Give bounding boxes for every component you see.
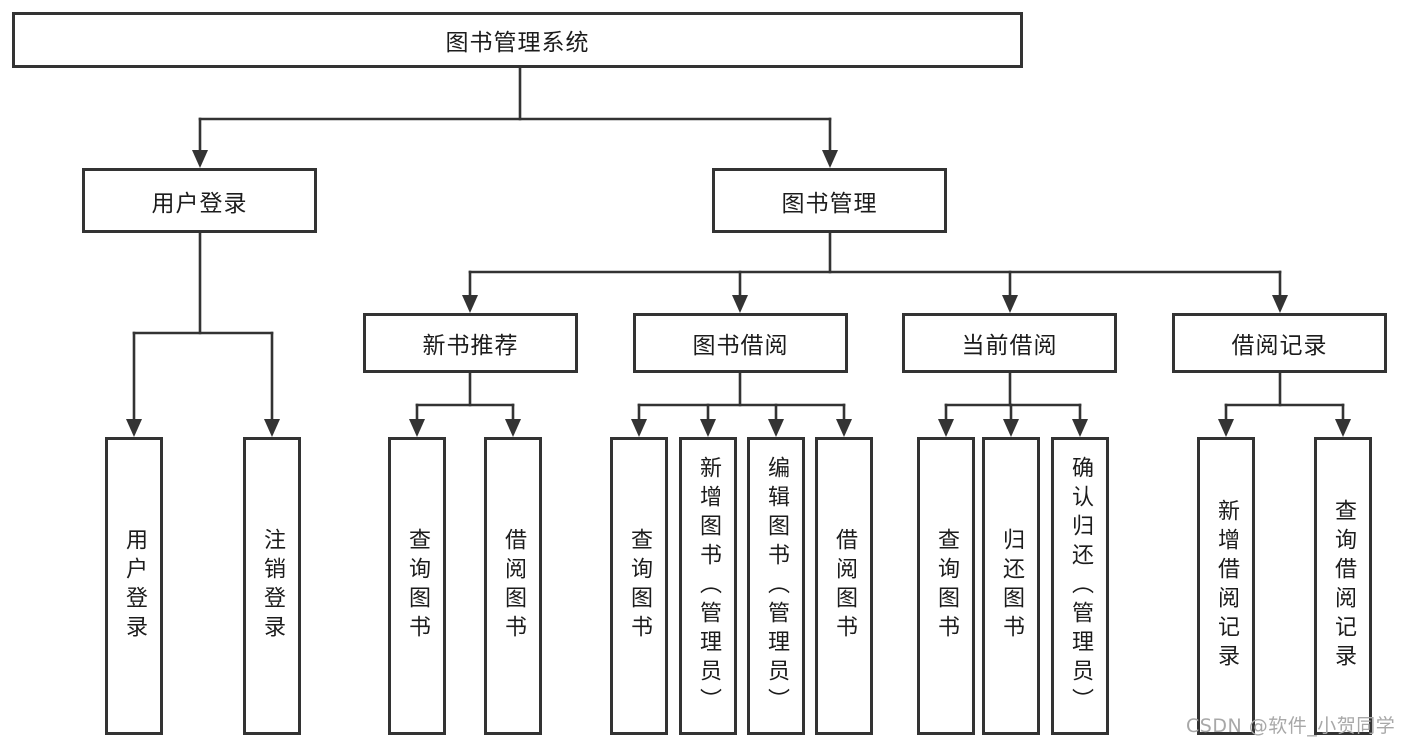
leaf-borrow-book: 借阅图书 xyxy=(815,437,873,735)
leaf-edit-book-admin: 编辑图书（管理员） xyxy=(747,437,805,735)
leaf-query-book-borrow: 查询图书 xyxy=(610,437,668,735)
node-borrow-record: 借阅记录 xyxy=(1172,313,1387,373)
leaf-query-book-current: 查询图书 xyxy=(917,437,975,735)
node-book-management: 图书管理 xyxy=(712,168,947,233)
node-user-login: 用户登录 xyxy=(82,168,317,233)
leaf-user-login: 用户登录 xyxy=(105,437,163,735)
connector-book-management-children xyxy=(462,231,1288,313)
connector-borrow-record-children xyxy=(1218,371,1351,437)
node-book-borrow: 图书借阅 xyxy=(633,313,848,373)
leaf-query-book-recommend: 查询图书 xyxy=(388,437,446,735)
leaf-confirm-return-admin: 确认归还（管理员） xyxy=(1051,437,1109,735)
connector-root-to-level2 xyxy=(192,66,838,168)
node-current-borrow: 当前借阅 xyxy=(902,313,1117,373)
csdn-watermark: CSDN @软件_小贺同学 xyxy=(1186,715,1396,737)
node-root-library-management-system: 图书管理系统 xyxy=(12,12,1023,68)
leaf-return-book: 归还图书 xyxy=(982,437,1040,735)
connector-current-borrow-children xyxy=(938,371,1088,437)
connector-book-borrow-children xyxy=(631,371,852,437)
leaf-logout-login: 注销登录 xyxy=(243,437,301,735)
connector-user-login-children xyxy=(126,231,280,437)
node-new-book-recommend: 新书推荐 xyxy=(363,313,578,373)
leaf-borrow-book-recommend: 借阅图书 xyxy=(484,437,542,735)
leaf-add-book-admin: 新增图书（管理员） xyxy=(679,437,737,735)
connector-new-book-recommend-children xyxy=(409,371,521,437)
leaf-query-borrow-record: 查询借阅记录 xyxy=(1314,437,1372,735)
leaf-add-borrow-record: 新增借阅记录 xyxy=(1197,437,1255,735)
